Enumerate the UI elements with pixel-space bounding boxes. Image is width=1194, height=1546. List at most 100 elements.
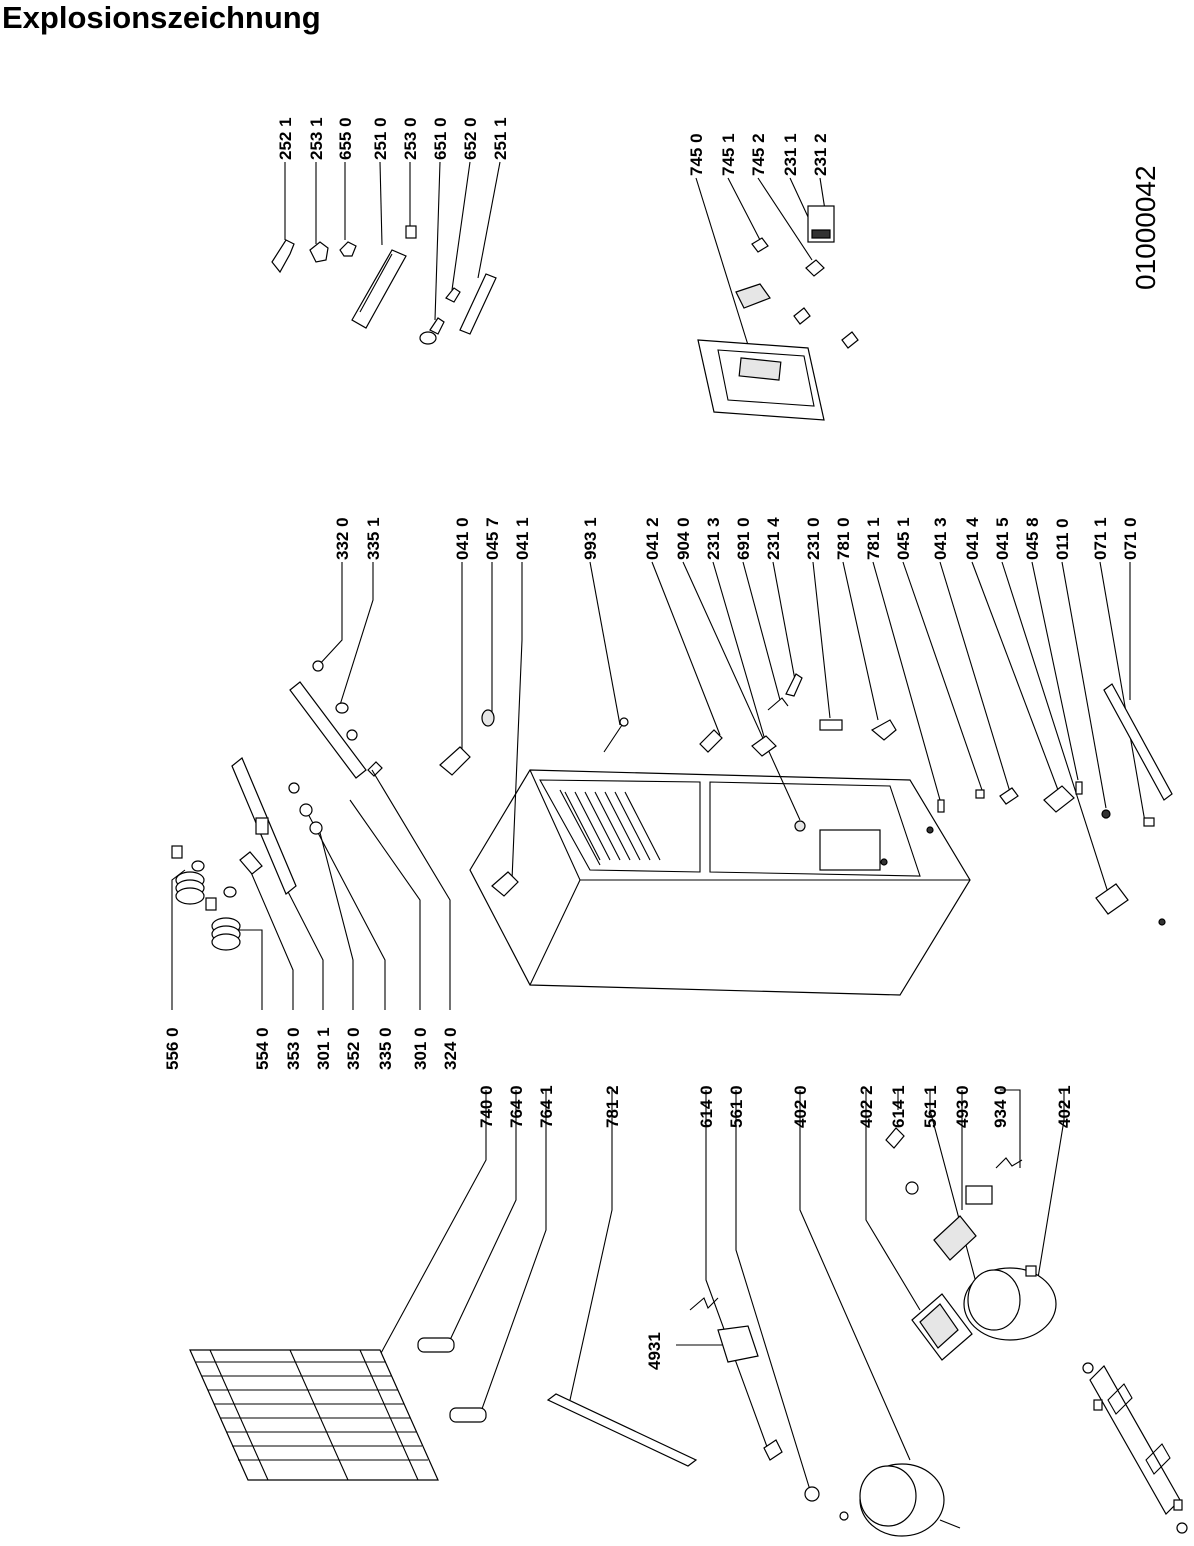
labels-right: 332 0 335 1 041 0 045 7 041 1 993 1 041 … (333, 517, 1140, 560)
label-781-1: 781 1 (864, 517, 883, 560)
label-231-3: 231 3 (704, 517, 723, 560)
part-745-2 (751, 237, 769, 253)
part-231-4 (785, 673, 803, 697)
label-402-2: 402 2 (857, 1085, 876, 1128)
label-324-0: 324 0 (441, 1027, 460, 1070)
label-301-0: 301 0 (411, 1027, 430, 1070)
part-251-0 (351, 249, 407, 329)
drawing-number: 01000042 (1130, 165, 1161, 290)
part-402-1 (963, 1265, 1057, 1341)
label-993-1: 993 1 (581, 517, 600, 560)
label-253-0: 253 0 (401, 117, 420, 160)
labels-left-center: 556 0 554 0 353 0 301 1 352 0 335 0 301 … (163, 1027, 460, 1070)
label-764-0: 764 0 (507, 1085, 526, 1128)
part-561-1 (905, 1181, 919, 1195)
label-652-0: 652 0 (461, 117, 480, 160)
part-781-1 (937, 799, 945, 813)
label-332-0: 332 0 (333, 517, 352, 560)
label-231-4: 231 4 (764, 517, 783, 560)
leader-lines-bottom-left (379, 1090, 911, 1491)
part-781-2 (546, 1393, 698, 1467)
part-993-1 (603, 721, 625, 753)
label-904-0: 904 0 (674, 517, 693, 560)
label-614-1: 614 1 (889, 1085, 908, 1128)
label-781-2: 781 2 (603, 1085, 622, 1128)
part-231-1 (805, 259, 825, 277)
part-231-0 (819, 719, 843, 731)
leader-lines-top-right (284, 161, 826, 346)
label-614-0: 614 0 (697, 1085, 716, 1128)
part-402-0 (859, 1463, 961, 1537)
label-745-0: 745 0 (687, 133, 706, 176)
part-781-0 (870, 719, 897, 741)
label-934-0: 934 0 (991, 1085, 1010, 1128)
label-335-1: 335 1 (364, 517, 383, 560)
cabinet (469, 769, 971, 996)
part-745-1 (735, 283, 771, 309)
label-252-1: 252 1 (276, 117, 295, 160)
part-691-0 (767, 697, 789, 711)
label-764-1: 764 1 (537, 1085, 556, 1128)
label-251-1: 251 1 (491, 117, 510, 160)
part-614-1 (885, 1127, 905, 1149)
label-335-0: 335 0 (376, 1027, 395, 1070)
label-301-1: 301 1 (314, 1027, 333, 1070)
part-324-0 (367, 761, 383, 777)
part-764-0 (417, 1337, 455, 1353)
parts-top-right (271, 205, 859, 421)
label-493-0: 493 0 (953, 1085, 972, 1128)
parts-left-center (171, 757, 323, 951)
label-353-0: 353 0 (284, 1027, 303, 1070)
part-041-5 (1095, 883, 1129, 915)
part-493-1 (717, 1325, 759, 1363)
part-652-0 (445, 287, 461, 303)
part-041-3 (999, 787, 1019, 805)
part-335-1 (335, 702, 349, 714)
part-335-0 (299, 803, 313, 817)
part-071-1 (1143, 817, 1155, 827)
part-745-0 (697, 339, 825, 421)
part-352-0 (309, 821, 323, 835)
label-781-0: 781 0 (834, 517, 853, 560)
label-045-1: 045 1 (894, 517, 913, 560)
part-041-0 (439, 746, 471, 776)
label-041-0: 041 0 (453, 517, 472, 560)
leader-lines-right (317, 561, 1146, 906)
part-251-1 (459, 273, 497, 335)
label-045-7: 045 7 (483, 517, 502, 560)
part-764-1 (449, 1407, 487, 1423)
part-041-4 (1043, 785, 1075, 813)
part-045-1 (975, 789, 985, 799)
label-655-0: 655 0 (336, 117, 355, 160)
label-071-0: 071 0 (1121, 517, 1140, 560)
part-253-0 (405, 225, 417, 239)
label-231-0: 231 0 (804, 517, 823, 560)
label-041-5: 041 5 (993, 517, 1012, 560)
label-041-3: 041 3 (931, 517, 950, 560)
label-231-2: 231 2 (811, 133, 830, 176)
label-554-0: 554 0 (253, 1027, 272, 1070)
label-745-2: 745 2 (749, 133, 768, 176)
part-614-0 (763, 1439, 783, 1461)
part-071-0 (1103, 683, 1173, 801)
label-041-4: 041 4 (963, 517, 982, 560)
labels-bottom-right: 402 2 614 1 561 1 493 0 934 0 402 1 (857, 1085, 1074, 1128)
part-045-7 (481, 709, 495, 727)
label-561-0: 561 0 (727, 1085, 746, 1128)
part-041-1 (491, 871, 519, 897)
part-655-0 (339, 241, 357, 257)
part-561-0 (804, 1486, 820, 1502)
part-934-0 (995, 1157, 1023, 1169)
label-745-1: 745 1 (719, 133, 738, 176)
label-556-0: 556 0 (163, 1027, 182, 1070)
label-561-1: 561 1 (921, 1085, 940, 1128)
part-556-0 (171, 845, 205, 905)
part-253-1 (309, 241, 329, 263)
part-301-0 (289, 681, 367, 779)
part-651-0 (419, 331, 437, 345)
label-402-0: 402 0 (791, 1085, 810, 1128)
part-041-2 (699, 729, 723, 753)
part-011-0 (1101, 809, 1111, 819)
part-740-0 (189, 1349, 439, 1481)
